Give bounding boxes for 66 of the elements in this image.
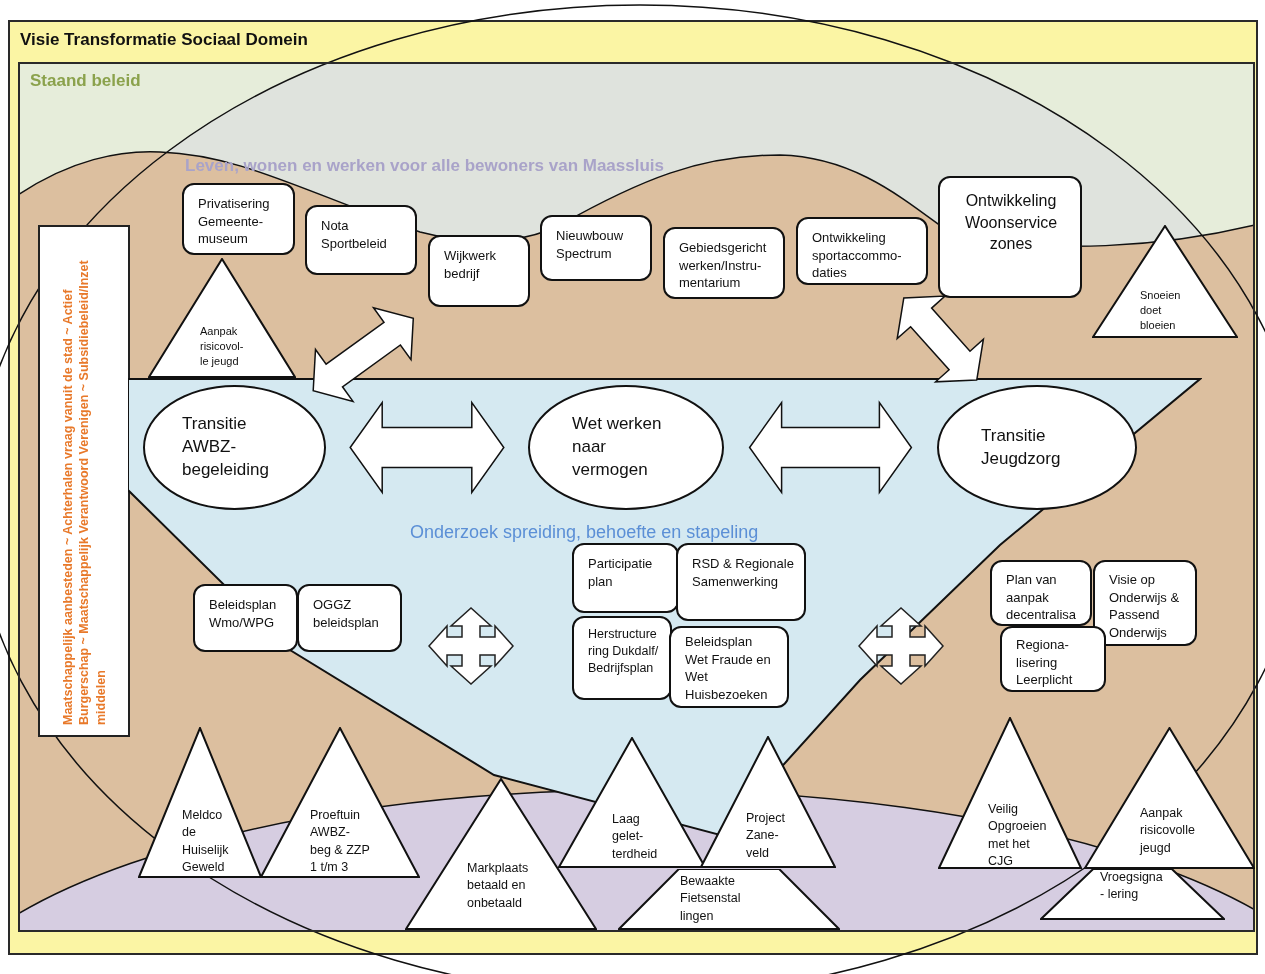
triangle-text: Vroegsigna - lering: [1100, 869, 1164, 904]
policy-box: [990, 560, 1092, 626]
policy-box: [572, 543, 679, 613]
box-text: Regiona- lisering Leerplicht: [1016, 636, 1074, 689]
double-block-arrow: [349, 400, 505, 495]
triangle-shape: [1040, 869, 1225, 920]
triangle-shape: [618, 869, 840, 930]
double-block-arrow: [312, 306, 415, 403]
triangle-text: Bewaakte Fietsenstal lingen: [680, 873, 742, 925]
policy-box: [297, 584, 402, 652]
policy-box: [540, 215, 652, 281]
box-text: Gebiedsgericht werken/Instru- mentarium: [679, 239, 768, 292]
triangle-shape: [938, 717, 1082, 869]
double-block-arrow: [896, 295, 985, 383]
panel-title: Staand beleid: [30, 71, 141, 91]
box-text: OGGZ beleidsplan: [313, 596, 380, 632]
policy-box: [572, 616, 672, 700]
triangle-text: Meldco de Huiselijk Geweld: [182, 807, 230, 876]
double-block-arrow: [748, 400, 913, 495]
box-text: Privatisering Gemeente- museum: [198, 195, 271, 248]
box-text: Wijkwerk bedrijf: [444, 247, 497, 283]
box-text: Visie op Onderwijs & Passend Onderwijs: [1109, 571, 1181, 642]
policy-box: [428, 235, 530, 307]
policy-box: [182, 183, 295, 255]
policy-box: [676, 543, 806, 621]
box-text: Ontwikkeling Woonservice zones: [963, 191, 1059, 255]
policy-box: [1093, 560, 1197, 646]
box-text: Ontwikkeling sportaccommo- daties: [812, 229, 903, 282]
ellipse-text: Wet werken naar vermogen: [572, 413, 663, 481]
policy-box: [669, 626, 789, 708]
triangle-shape: [558, 737, 706, 868]
triangle-text: Veilig Opgroeien met het CJG: [988, 801, 1048, 870]
triangle-shape: [1092, 225, 1238, 338]
triangle-text: Laag gelet- terdheid: [612, 811, 659, 863]
triangle-text: Project Zane- veld: [746, 810, 786, 862]
policy-box: [938, 176, 1082, 298]
policy-box: [305, 205, 417, 275]
triangle-text: Snoeien doet bloeien: [1140, 288, 1182, 334]
box-text: Nota Sportbeleid: [321, 217, 388, 253]
policy-box: [1000, 626, 1106, 692]
triangle-text: Markplaats betaald en onbetaald: [467, 860, 530, 912]
policy-box: [193, 584, 298, 652]
ellipse-text: Transitie Jeugdzorg: [981, 424, 1062, 470]
box-text: Plan van aanpak decentralisa: [1006, 571, 1078, 624]
principles-text: Maatschappelijk aanbesteden ~ Achterhalen vraag vanuit de stad ~ Actief Burgerschap ~ Maatschappelijk Verantwoord Verenigen ~ Subsidiebeleid/Inzet middelen: [59, 259, 109, 725]
box-text: Beleidsplan Wmo/WPG: [209, 596, 278, 632]
policy-box: [796, 217, 928, 285]
box-text: Beleidsplan Wet Fraude en Wet Huisbezoeken: [685, 633, 772, 704]
triangle-shape: [138, 727, 262, 878]
box-text: Nieuwbouw Spectrum: [556, 227, 625, 263]
diagram-title: Visie Transformatie Sociaal Domein: [20, 30, 308, 50]
triangle-shape: [148, 258, 296, 378]
box-text: RSD & Regionale Samenwerking: [692, 555, 795, 591]
ellipse-text: Transitie AWBZ- begeleiding: [182, 413, 270, 481]
band-label: Leven, wonen en werken voor alle bewoners van Maassluis: [185, 156, 664, 176]
triangle-text: Aanpak risicovol- le jeugd: [200, 324, 245, 370]
triangle-text: Aanpak risicovolle jeugd: [1140, 805, 1196, 857]
policy-box: [663, 227, 785, 299]
triangle-shape: [700, 736, 836, 868]
triangle-shape: [405, 778, 597, 930]
area-heading: Onderzoek spreiding, behoefte en stapeling: [410, 522, 759, 543]
triangle-shape: [260, 727, 420, 878]
box-text: Herstructure ring Dukdalf/ Bedrijfsplan: [588, 626, 660, 677]
box-text: Participatie plan: [588, 555, 654, 591]
triangle-text: Proeftuin AWBZ- beg & ZZP 1 t/m 3: [310, 807, 371, 876]
principles-box: [38, 225, 130, 737]
